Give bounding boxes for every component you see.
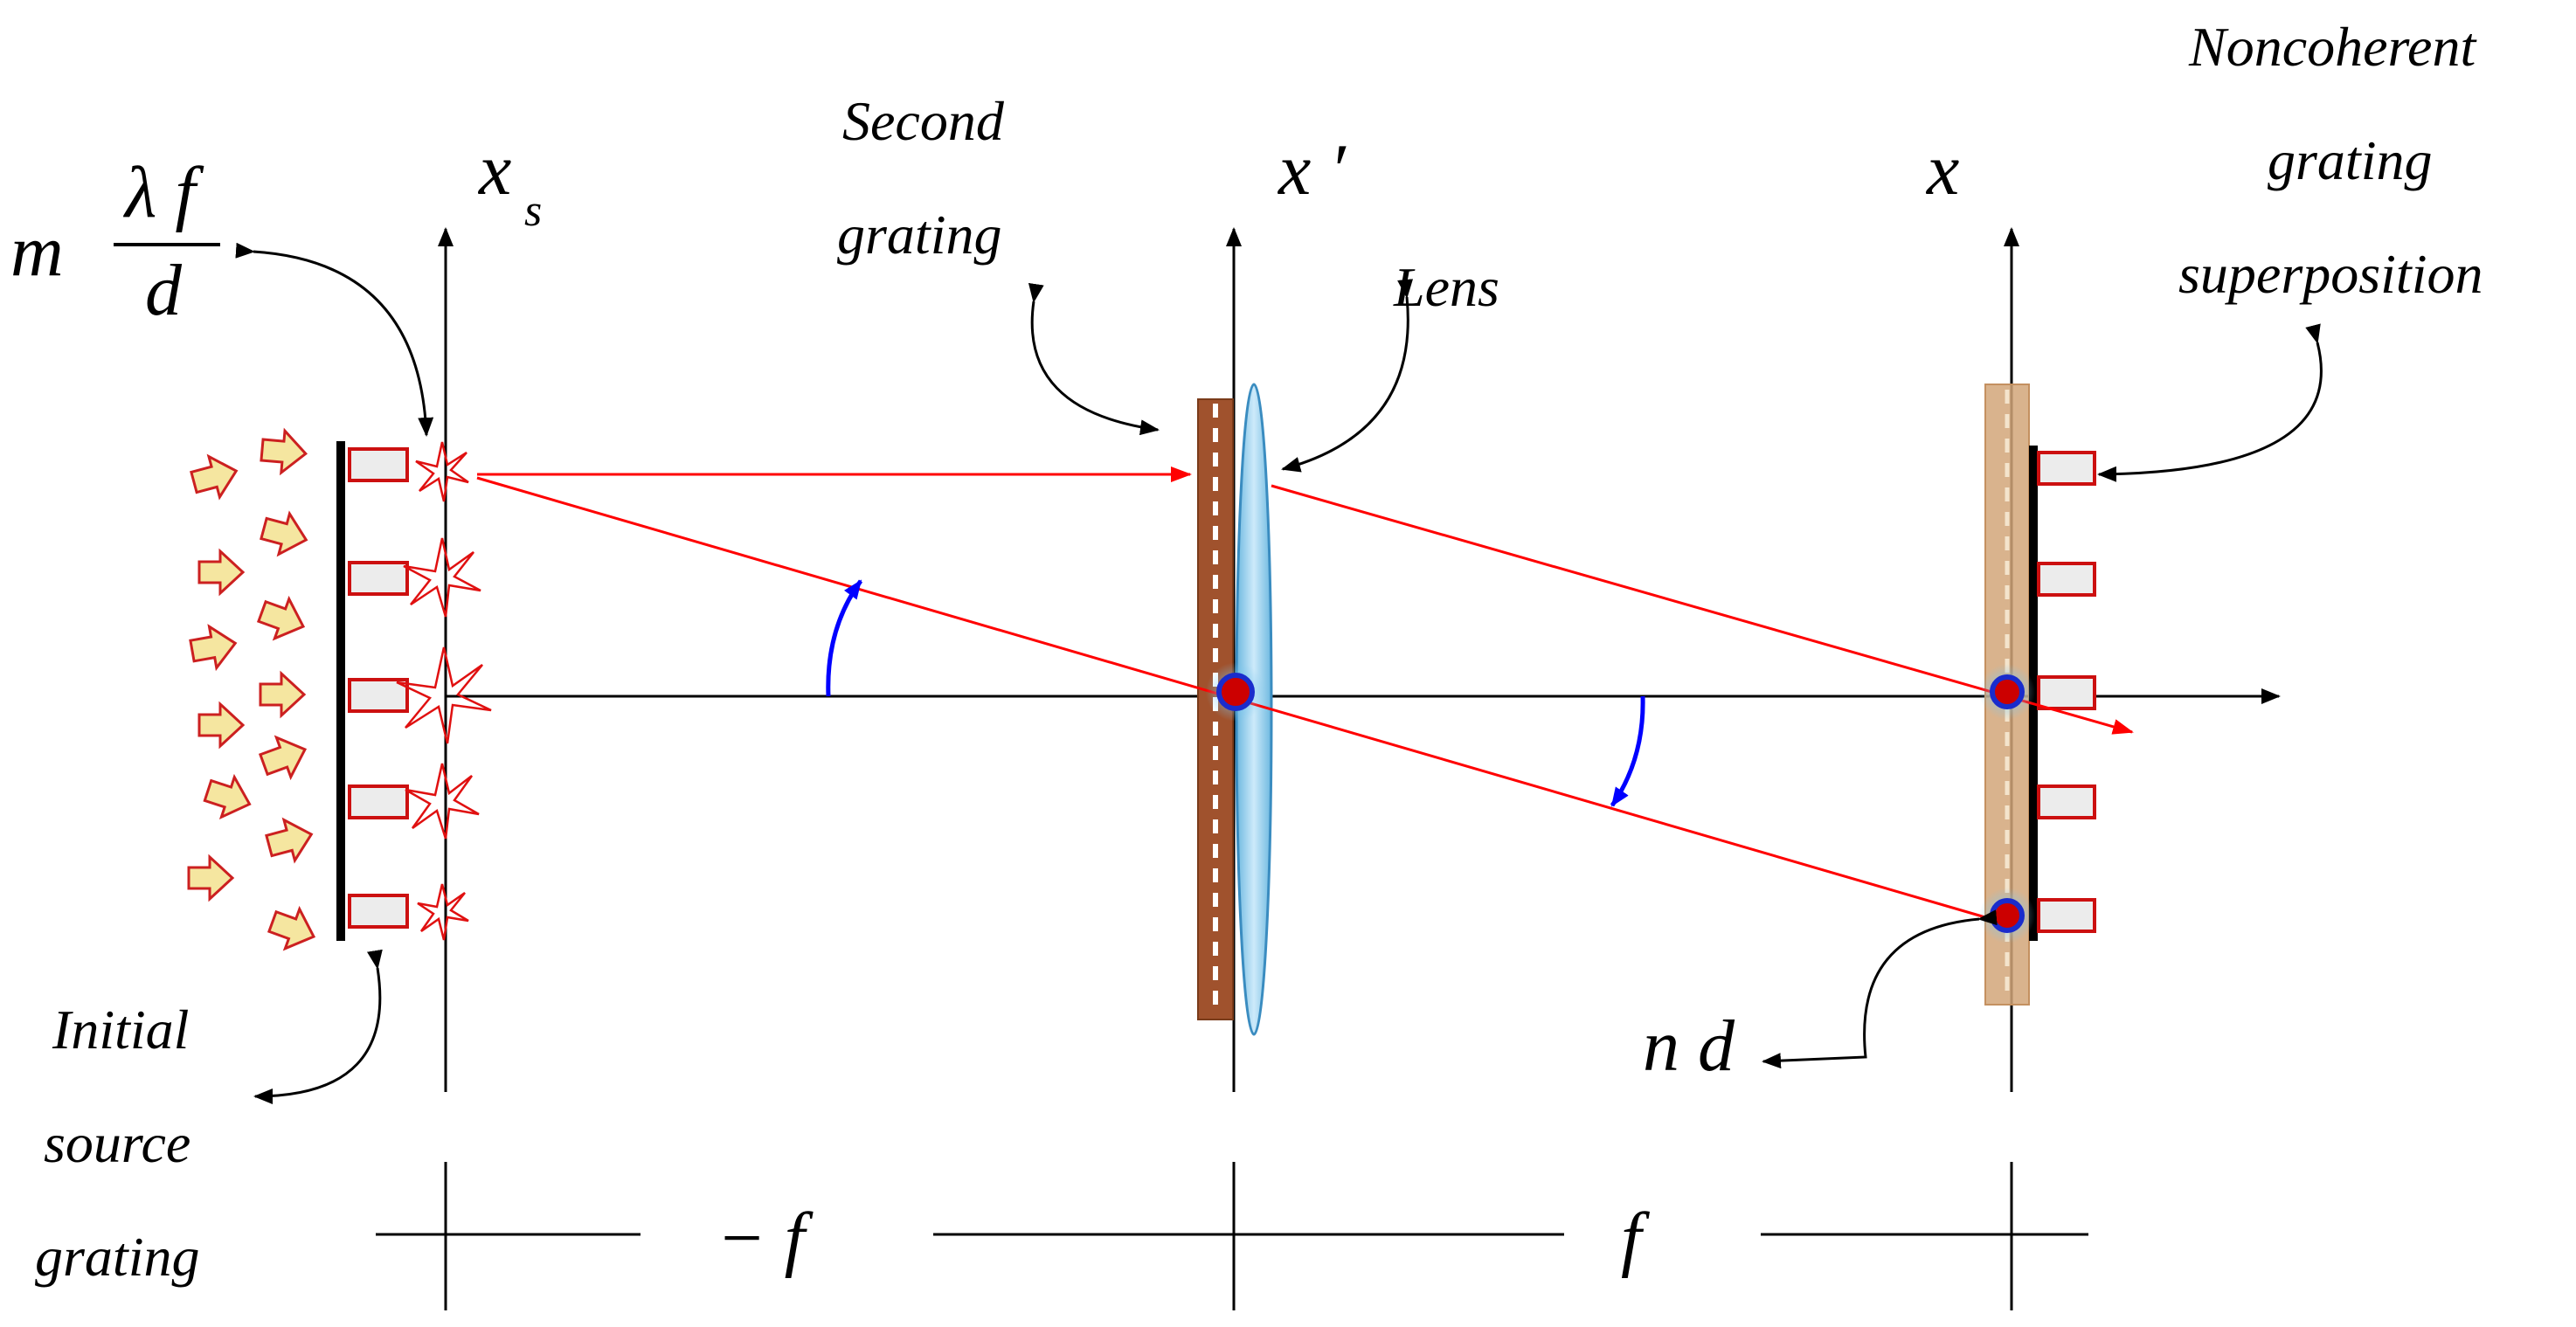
arrow-initial-grating [253, 949, 383, 1104]
axis-x-label: x [1925, 129, 1959, 211]
distance-neg-f-label: − f [717, 1198, 814, 1279]
formula-denominator: d [145, 250, 183, 331]
svg-text:grating: grating [35, 1226, 199, 1288]
formula-numerator: λ f [122, 152, 204, 233]
svg-text:grating: grating [837, 204, 1001, 266]
source-grating [336, 441, 409, 941]
formula-m: m [10, 211, 64, 292]
arrow-nd [1762, 909, 1998, 1069]
annotation-arrows [235, 242, 2323, 1104]
lens-label: Lens [1393, 256, 1499, 318]
svg-text:superposition: superposition [2178, 243, 2483, 305]
axis-xs-subscript: s [524, 186, 542, 236]
arrow-second-grating [1028, 282, 1160, 436]
distance-bar [376, 1162, 2088, 1310]
arrow-formula-to-grating [235, 242, 434, 437]
svg-text:Initial: Initial [52, 999, 189, 1061]
svg-text:source: source [44, 1112, 190, 1174]
svg-text:Noncoherent: Noncoherent [2188, 16, 2477, 78]
noncoherent-superposition-label: Noncoherent grating superposition [2178, 16, 2483, 305]
block-arrow-icon [187, 427, 322, 958]
spot-icon [1206, 662, 2035, 943]
distance-f-label: f [1621, 1198, 1651, 1279]
angle-arc-right [1610, 695, 1645, 807]
axis-xprime-label: x ′ [1277, 129, 1347, 211]
svg-text:grating: grating [2268, 129, 2432, 191]
formula-m-lambda-f-over-d: m λ f d [10, 152, 220, 331]
starburst-icon [396, 441, 492, 941]
axis-xs-label: x s [477, 129, 542, 236]
nd-label: n d [1643, 1006, 1735, 1087]
axis-xs-main: x [477, 129, 511, 211]
arrow-lens [1281, 279, 1414, 473]
arrow-superposition [2097, 323, 2323, 482]
svg-text:Second: Second [842, 90, 1005, 152]
second-grating-label: Second grating [837, 90, 1005, 266]
initial-source-grating-label: Initial source grating [35, 999, 199, 1288]
angle-arc-left [826, 579, 863, 697]
